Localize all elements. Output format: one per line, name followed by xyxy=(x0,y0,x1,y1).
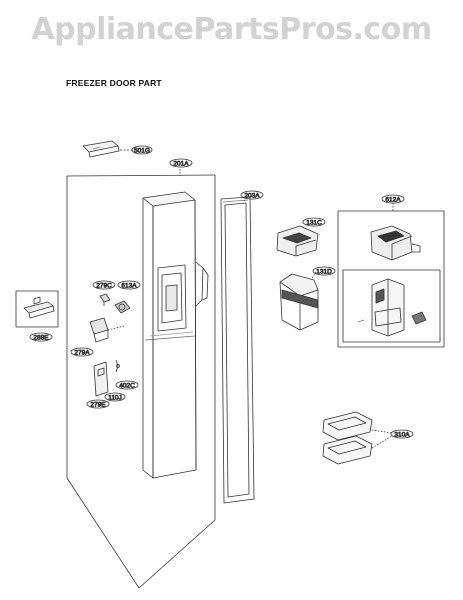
callout-bubble-501g xyxy=(131,145,153,155)
callout-bubble-131d xyxy=(312,266,336,276)
part-613a xyxy=(114,300,131,314)
callout-bubble-402c xyxy=(115,380,139,390)
callout-613a: 613A xyxy=(121,282,137,289)
callout-279e: 279E xyxy=(90,401,106,408)
part-310a xyxy=(322,411,393,465)
part-288e-box xyxy=(15,290,59,328)
door-assembly-frame xyxy=(66,169,216,589)
part-279e xyxy=(93,361,109,397)
callout-310a: 310A xyxy=(394,431,410,438)
callout-bubble-110j xyxy=(104,392,126,402)
callout-501g: 501G xyxy=(134,147,150,154)
callout-612a: 612A xyxy=(385,196,401,203)
part-288e xyxy=(23,296,55,319)
callout-bubble-279e xyxy=(86,399,110,409)
callout-131c: 131C xyxy=(306,219,322,226)
callout-279a: 279A xyxy=(74,349,90,356)
callout-402c: 402C xyxy=(119,382,135,389)
callout-288e: 288E xyxy=(33,334,49,341)
freezer-door-body xyxy=(142,191,209,479)
callout-279c: 279C xyxy=(96,282,112,289)
callout-203a: 203A xyxy=(244,192,260,199)
part-131d xyxy=(279,273,319,331)
callout-bubble-279c xyxy=(92,280,116,290)
part-279a xyxy=(89,317,125,343)
part-501g xyxy=(82,140,133,158)
callout-110j: 110J xyxy=(108,394,122,401)
part-131c xyxy=(276,225,319,257)
callout-bubble-310a xyxy=(390,429,414,439)
callout-bubble-279a xyxy=(70,347,94,357)
diagram-title: FREEZER DOOR PART xyxy=(66,78,162,88)
part-612a-upper xyxy=(370,225,421,261)
assembly-612a-inner-box xyxy=(342,269,441,343)
callout-131d: 131D xyxy=(316,268,332,275)
part-612a-lower xyxy=(357,278,427,337)
callout-bubble-613a xyxy=(117,280,141,290)
callout-bubble-131c xyxy=(302,217,326,227)
part-402c xyxy=(115,359,120,373)
door-gasket xyxy=(220,196,255,504)
part-279c xyxy=(99,293,111,306)
callout-bubble-201a xyxy=(169,158,193,168)
watermark-logo: AppliancePartsPros.com xyxy=(31,12,432,47)
callout-bubble-288e xyxy=(29,332,53,342)
callout-bubble-203a xyxy=(240,190,264,200)
assembly-612a-box xyxy=(337,210,445,348)
callout-201a: 201A xyxy=(173,160,189,167)
